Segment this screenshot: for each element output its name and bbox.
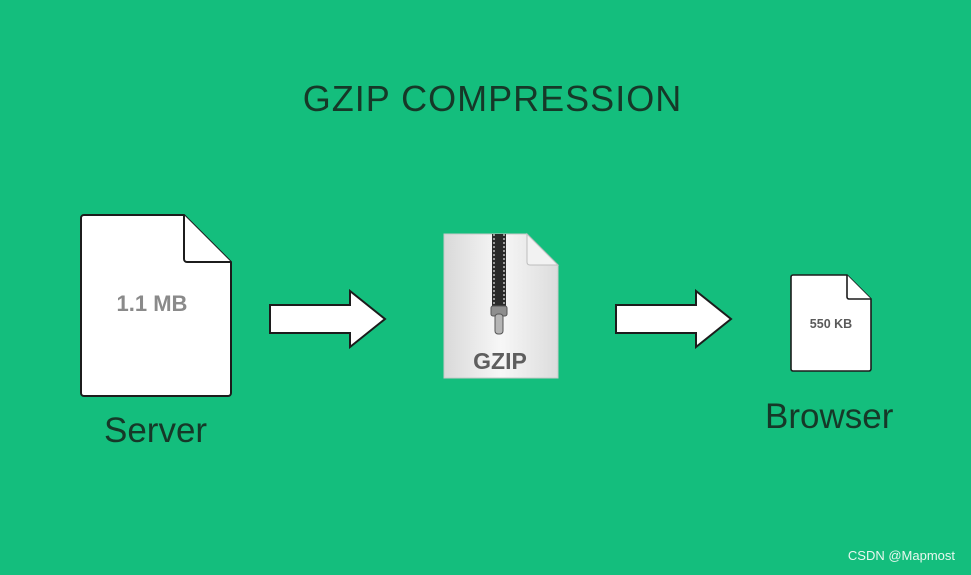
server-file-icon: 1.1 MB bbox=[80, 214, 232, 397]
browser-caption: Browser bbox=[765, 397, 894, 436]
gzip-archive-icon: GZIP bbox=[443, 232, 560, 379]
server-caption: Server bbox=[104, 411, 208, 450]
arrow-right-icon bbox=[615, 289, 733, 349]
diagram-title: GZIP COMPRESSION bbox=[302, 78, 683, 119]
gzip-label: GZIP bbox=[473, 348, 527, 374]
arrow-right-icon bbox=[269, 289, 387, 349]
browser-size-label: 550 KB bbox=[810, 317, 852, 331]
server-size-label: 1.1 MB bbox=[117, 291, 188, 316]
watermark: CSDN @Mapmost bbox=[847, 548, 955, 563]
browser-file-icon: 550 KB bbox=[790, 274, 872, 372]
